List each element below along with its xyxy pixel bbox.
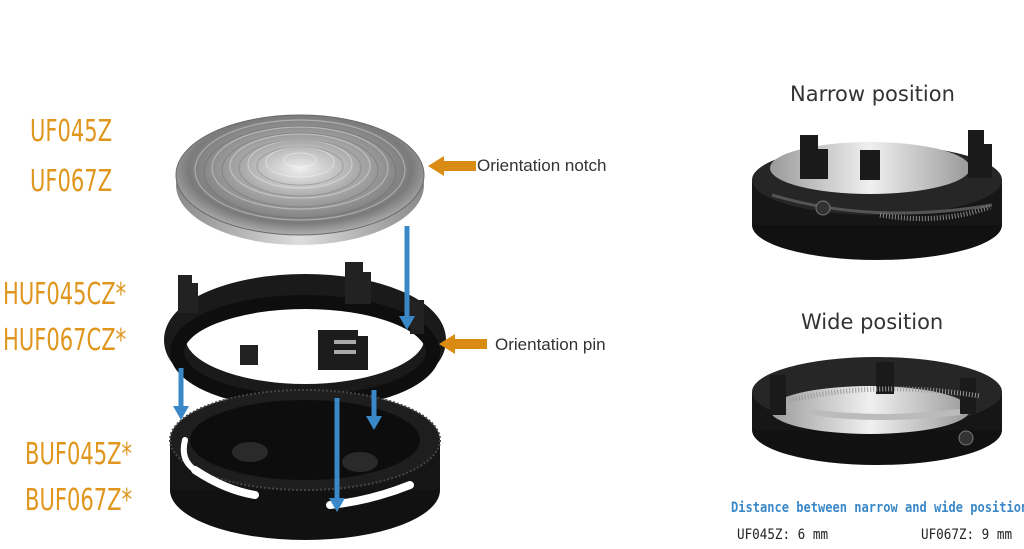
- holder-model-label-2: HUF067CZ*: [3, 323, 127, 358]
- holder-model-label-1: HUF045CZ*: [3, 277, 127, 312]
- base-model-label-2: BUF067Z*: [25, 483, 133, 518]
- lens-part: [175, 114, 425, 245]
- wide-position-illustration: [752, 357, 1002, 465]
- distance-uf045z: UF045Z: 6 mm: [737, 527, 829, 543]
- base-part: [169, 389, 441, 540]
- orientation-pin-arrow-icon: [439, 334, 487, 354]
- holder-part: [164, 262, 446, 409]
- distance-title: Distance between narrow and wide positio…: [731, 500, 1024, 516]
- orientation-pin-label: Orientation pin: [495, 335, 606, 354]
- lens-model-label-1: UF045Z: [30, 114, 113, 149]
- orientation-notch-label: Orientation notch: [477, 156, 607, 175]
- lens-model-label-2: UF067Z: [30, 164, 113, 199]
- narrow-position-title: Narrow position: [790, 82, 955, 106]
- distance-uf067z: UF067Z: 9 mm: [921, 527, 1013, 543]
- orientation-notch-arrow-icon: [428, 156, 476, 176]
- alignment-arrows: [173, 226, 415, 512]
- narrow-position-illustration: [752, 130, 1002, 260]
- base-model-label-1: BUF045Z*: [25, 437, 133, 472]
- wide-position-title: Wide position: [801, 310, 944, 334]
